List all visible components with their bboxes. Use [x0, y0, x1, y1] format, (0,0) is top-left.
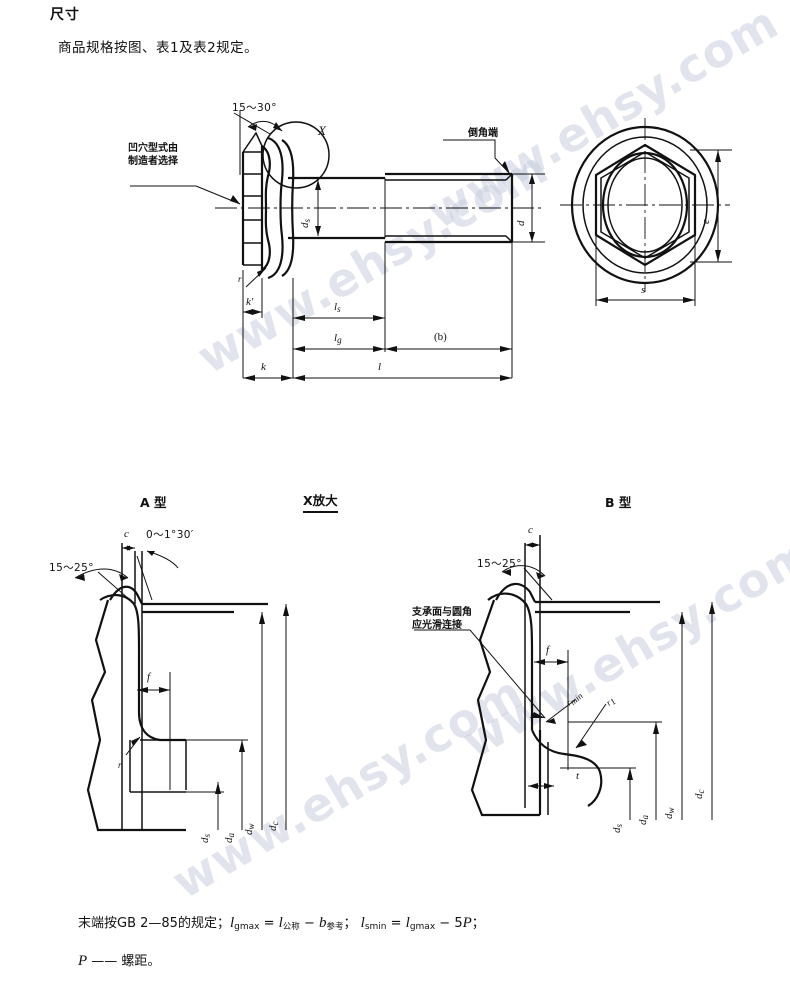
type-b-dia-c-sub: c [696, 789, 706, 794]
type-b-note-line2: 应光滑连接 [412, 619, 462, 631]
footnote-minus2: − 5 [435, 916, 463, 931]
footnote-pitch-text: —— 螺距。 [87, 954, 161, 969]
dim-ls-subscript: s [337, 304, 341, 314]
type-b-dim-c: c [528, 524, 533, 536]
footnote-b: b [318, 915, 327, 931]
footnote-ls: l [360, 915, 365, 931]
head-angle-label: 15～30° [232, 102, 277, 114]
type-a-dim-f: f [147, 671, 151, 683]
section-title: 尺寸 [50, 7, 80, 23]
footnote-lnominal-sub: 公称 [282, 922, 300, 932]
type-b-dia-c: d [693, 793, 705, 800]
footnote-p: P [462, 915, 472, 931]
type-a-radius: r [118, 760, 122, 770]
dim-k-prime-label: k′ [246, 296, 254, 308]
caption-type-a: A 型 [140, 495, 167, 510]
dim-k-label: k [261, 361, 266, 373]
footnote-line-1: 末端按GB 2—85的规定；lgmax = l公称 − b参考； lsmin =… [78, 912, 485, 932]
dim-b-label: (b) [434, 331, 447, 343]
type-a-taper-angle: 0～1°30′ [146, 529, 194, 541]
section-intro: 商品规格按图、表1及表2规定。 [58, 40, 259, 56]
flange-radius-label: r [238, 274, 242, 284]
detail-marker-x: X [318, 123, 326, 138]
footnote-lg2: l [405, 915, 410, 931]
footnote-ls-sub: smin [364, 922, 387, 932]
footnote-eq2: = [386, 916, 406, 931]
footnote-line-2: P —— 螺距。 [78, 950, 160, 970]
chamfer-end-note: 倒角端 [468, 128, 498, 139]
type-b-dim-t: t [576, 770, 580, 782]
dim-lg-subscript: g [337, 335, 342, 345]
type-b-dia-a: d [637, 819, 649, 826]
type-b-dia-w-sub: w [666, 807, 676, 814]
type-b-dia-a-sub: a [640, 815, 650, 820]
footnote-minus1: − [299, 916, 319, 931]
dim-ls-label: l [334, 301, 338, 313]
type-b-dim-f: f [546, 644, 550, 656]
footnote-lg: l [229, 915, 235, 931]
caption-type-b: B 型 [605, 495, 632, 510]
footnote-1-text: 末端按GB 2—85的规定； [78, 916, 230, 931]
footnote-lnominal: l [278, 915, 283, 931]
footnote-lg-sub: gmax [234, 922, 260, 932]
dim-lg-label: l [334, 332, 338, 344]
dim-l-label: l [378, 361, 382, 373]
recess-note-line1: 凹穴型式由 [128, 143, 178, 154]
across-flats-label: s [641, 284, 646, 296]
footnote-eq1: = [259, 916, 279, 931]
type-b-dia-w: d [663, 813, 675, 820]
type-b-note-line1: 支承面与圆角 [412, 607, 472, 618]
footnote-sep: ； [343, 916, 361, 931]
type-a-flange-angle: 15～25° [49, 562, 94, 574]
type-b-flange-angle: 15～25° [477, 558, 522, 570]
footnote-b-sub: 参考 [326, 922, 344, 932]
recess-note-line2: 制造者选择 [128, 155, 178, 167]
footnote-p-symbol: P [78, 953, 88, 969]
footnote-lg2-sub: gmax [409, 922, 436, 932]
type-b-dia-s: d [611, 827, 623, 834]
type-a-dim-c: c [124, 528, 129, 540]
caption-x-enlarged: X放大 [303, 490, 338, 513]
type-b-dia-s-sub: s [614, 823, 624, 828]
footnote-end: ； [471, 916, 485, 931]
